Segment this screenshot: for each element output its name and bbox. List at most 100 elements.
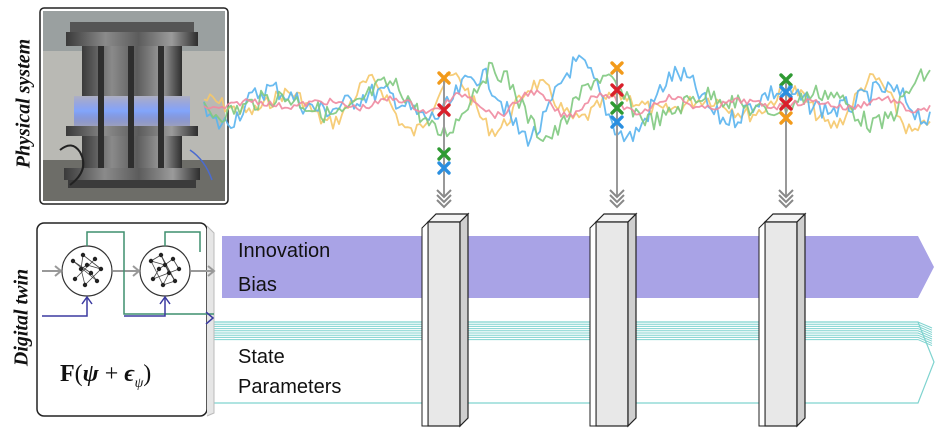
column-edge <box>421 220 429 427</box>
input-arrow-head <box>205 311 215 325</box>
network-node <box>172 278 178 284</box>
signal-trace <box>203 54 931 147</box>
network-node <box>176 266 182 272</box>
network-node <box>72 276 78 282</box>
analysis-column <box>595 221 629 427</box>
combustor-rig-photo-icon <box>39 7 229 205</box>
analysis-column <box>764 221 798 427</box>
column-side <box>627 212 637 428</box>
neural-network-icon <box>42 231 216 325</box>
open-paren: ( <box>74 361 83 387</box>
triple-chevron-down-icon <box>778 189 794 199</box>
network-node <box>150 276 156 282</box>
input-line <box>42 298 88 317</box>
close-paren: ) <box>143 361 152 387</box>
triple-chevron-down-icon <box>436 199 452 209</box>
cross-marker-icon <box>779 85 793 99</box>
state-band-line <box>210 330 933 338</box>
flow-arrow-head <box>54 265 63 277</box>
bias-label: Bias <box>238 274 277 296</box>
network-node <box>88 270 94 276</box>
model-equation: F(ψ + ϵψ) <box>60 361 151 392</box>
column-side <box>459 212 469 428</box>
network-node <box>158 252 164 258</box>
digital-twin-label: Digital twin <box>10 268 33 367</box>
network-edge <box>162 272 170 286</box>
column-edge <box>758 220 766 427</box>
network-edge <box>150 260 166 266</box>
signal-trace <box>203 61 931 143</box>
cross-marker-icon <box>779 111 793 125</box>
cross-marker-icon <box>437 147 451 161</box>
network-node <box>94 278 100 284</box>
column-edge <box>589 220 597 427</box>
input-arrow-head <box>159 295 171 305</box>
cross-marker-icon <box>610 115 624 129</box>
innovation-label: Innovation <box>238 240 331 262</box>
operator-symbol: F <box>60 361 75 387</box>
triple-chevron-down-icon <box>436 194 452 204</box>
state-band-line <box>210 328 933 336</box>
triple-chevron-down-icon <box>609 189 625 199</box>
triple-chevron-down-icon <box>609 199 625 209</box>
cross-marker-icon <box>779 97 793 111</box>
measurement-signals <box>203 54 931 147</box>
state-band-line <box>210 332 933 340</box>
network-node <box>162 262 168 268</box>
network-node <box>82 282 88 288</box>
network-node <box>98 266 104 272</box>
cross-marker-icon <box>610 101 624 115</box>
cross-marker-icon <box>437 103 451 117</box>
network-edge <box>72 260 92 274</box>
flow-arrow-head <box>132 265 141 277</box>
cross-marker-icon <box>610 83 624 97</box>
flow-arrow-head <box>207 265 216 277</box>
feedback-line <box>86 231 214 315</box>
network-edge <box>80 254 84 270</box>
state-band-line <box>210 325 933 333</box>
network-node <box>78 266 84 272</box>
triple-chevron-down-icon <box>778 194 794 204</box>
network-circle <box>61 245 113 297</box>
physical-system-label: Physical system <box>12 38 35 169</box>
triple-chevron-down-icon <box>609 194 625 204</box>
analysis-column <box>427 221 461 427</box>
cross-marker-icon <box>437 161 451 175</box>
noise-symbol: ϵ <box>124 361 135 387</box>
state-band-line <box>210 321 933 329</box>
network-node <box>160 282 166 288</box>
cross-marker-icon <box>437 71 451 85</box>
network-circle <box>139 245 191 297</box>
network-node <box>156 266 162 272</box>
cross-marker-icon <box>610 61 624 75</box>
state-label: State <box>238 346 285 368</box>
network-node <box>84 262 90 268</box>
triple-chevron-down-icon <box>436 189 452 199</box>
network-edge <box>74 258 96 280</box>
network-node <box>92 256 98 262</box>
analysis-columns <box>421 212 807 428</box>
network-node <box>80 252 86 258</box>
state-band-line <box>210 336 933 344</box>
network-edge <box>80 268 86 286</box>
network-edge <box>72 260 98 282</box>
noise-subscript: ψ <box>134 375 144 391</box>
signal-trace <box>203 89 931 119</box>
network-edge <box>152 268 180 280</box>
plus-symbol: + <box>98 361 125 387</box>
network-node <box>70 258 76 264</box>
network-edge <box>84 268 102 286</box>
state-symbol: ψ <box>82 361 99 387</box>
cross-marker-icon <box>779 73 793 87</box>
innovation-band <box>222 236 934 298</box>
input-arrow-head <box>81 295 93 305</box>
state-band-line <box>210 334 933 342</box>
parameters-label: Parameters <box>238 376 342 398</box>
network-node <box>170 256 176 262</box>
input-line <box>124 298 166 317</box>
network-node <box>148 258 154 264</box>
column-side <box>796 212 806 428</box>
network-edge <box>86 264 102 270</box>
